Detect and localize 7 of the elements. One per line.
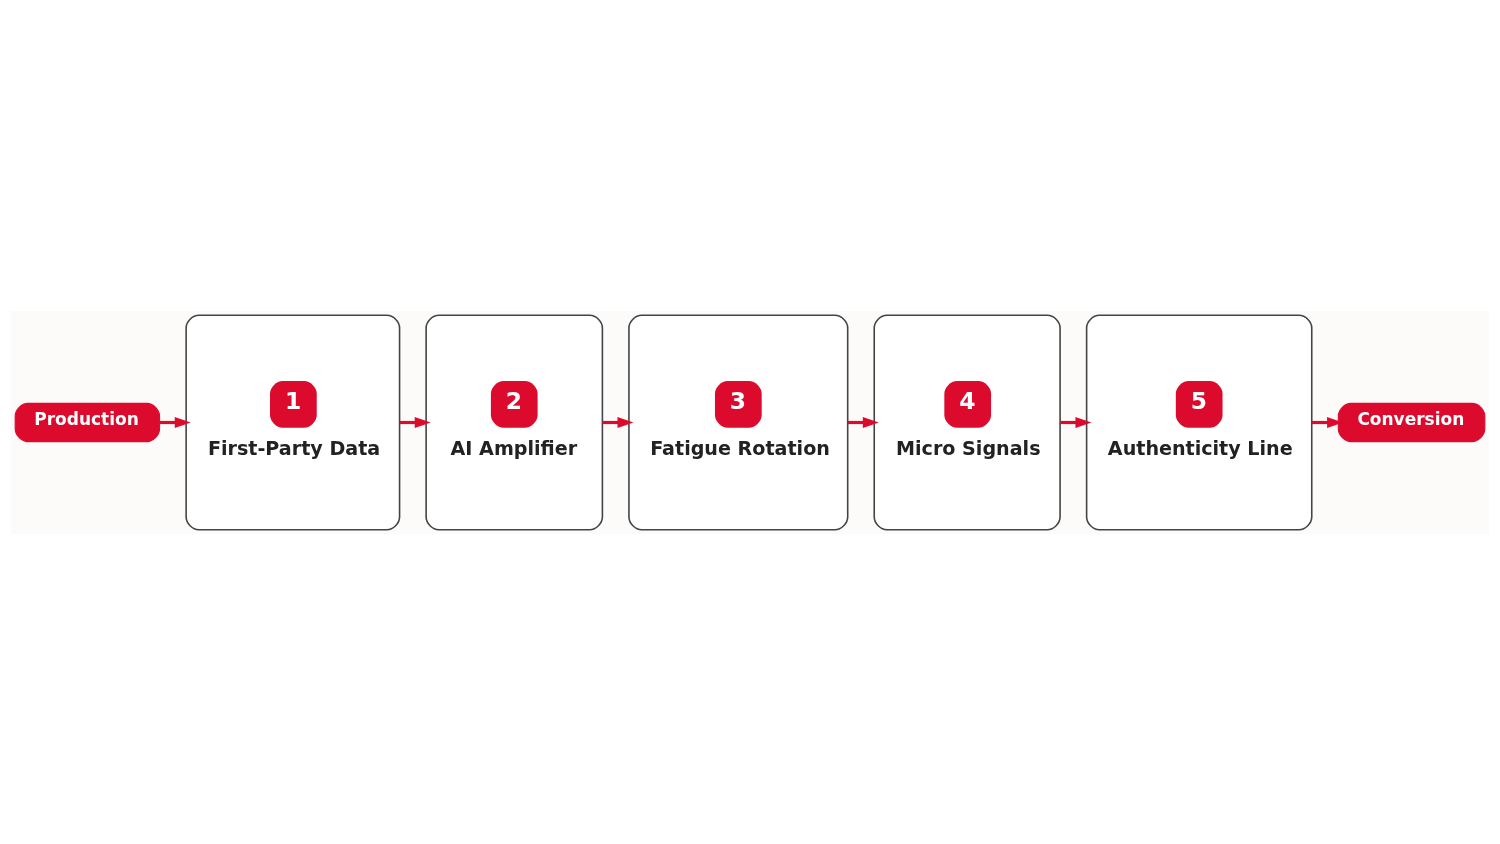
node-box: Conversion (1337, 402, 1486, 442)
node-box: 3 Fatigue Rotation (628, 313, 849, 531)
node-box: 4 Micro Signals (873, 313, 1061, 531)
node-box: Production (14, 402, 161, 442)
node-box: 5 Authenticity Line (1085, 313, 1313, 531)
node-box: 2 AI Amplifier (425, 313, 604, 531)
node-box: 1 First-Party Data (185, 313, 401, 531)
